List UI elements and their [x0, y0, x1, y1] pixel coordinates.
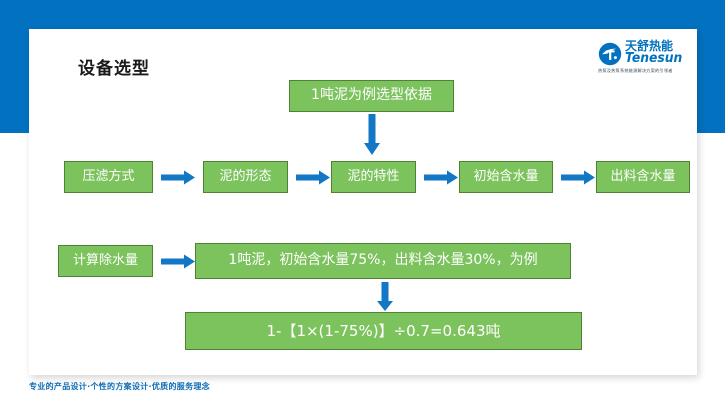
flow-example-box[interactable]: 1吨泥，初始含水量75%，出料含水量30%，为例: [195, 243, 571, 279]
brand-logo: 天舒热能 Tenesun 热泵及热泵系统能源解决方案的引领者: [598, 40, 694, 78]
arrow-right-calc: [161, 254, 195, 269]
page-title: 设备选型: [78, 59, 150, 79]
flow-step-4-label: 初始含水量: [473, 168, 539, 184]
slide-footer: 专业的产品设计·个性的方案设计·优质的服务理念: [29, 382, 210, 391]
flow-calc-label[interactable]: 计算除水量: [58, 245, 153, 277]
flow-result-label: 1-【1×(1-75%)】÷0.7=0.643吨: [266, 321, 501, 340]
flow-step-2-label: 泥的形态: [219, 168, 272, 184]
brand-name-en: Tenesun: [625, 51, 683, 66]
flow-step-5[interactable]: 出料含水量: [596, 161, 690, 193]
arrow-right-3: [424, 170, 458, 185]
flow-step-4[interactable]: 初始含水量: [459, 161, 553, 193]
tenesun-circle-icon: [598, 42, 622, 66]
flow-step-3[interactable]: 泥的特性: [331, 161, 416, 193]
flow-result-box[interactable]: 1-【1×(1-75%)】÷0.7=0.643吨: [185, 312, 582, 350]
arrow-down-result: [377, 282, 393, 311]
brand-tagline: 热泵及热泵系统能源解决方案的引领者: [598, 68, 673, 73]
flow-step-3-label: 泥的特性: [347, 168, 400, 184]
flow-example-box-label: 1吨泥，初始含水量75%，出料含水量30%，为例: [228, 252, 538, 269]
arrow-right-2: [296, 170, 330, 185]
brand-name-cn: 天舒热能: [625, 39, 674, 53]
flow-step-5-label: 出料含水量: [610, 168, 676, 184]
flow-header-box[interactable]: 1吨泥为例选型依据: [289, 80, 454, 112]
flow-header-box-label: 1吨泥为例选型依据: [311, 87, 432, 104]
flow-step-2[interactable]: 泥的形态: [203, 161, 288, 193]
flow-step-1[interactable]: 压滤方式: [64, 161, 153, 193]
arrow-right-1: [161, 170, 195, 185]
top-blue-band: [0, 0, 725, 29]
flow-step-1-label: 压滤方式: [82, 168, 135, 184]
arrow-right-4: [561, 170, 595, 185]
right-blue-band: [697, 29, 725, 133]
flow-calc-label-text: 计算除水量: [72, 252, 138, 268]
left-blue-band: [0, 29, 29, 133]
arrow-down-header: [364, 114, 380, 155]
